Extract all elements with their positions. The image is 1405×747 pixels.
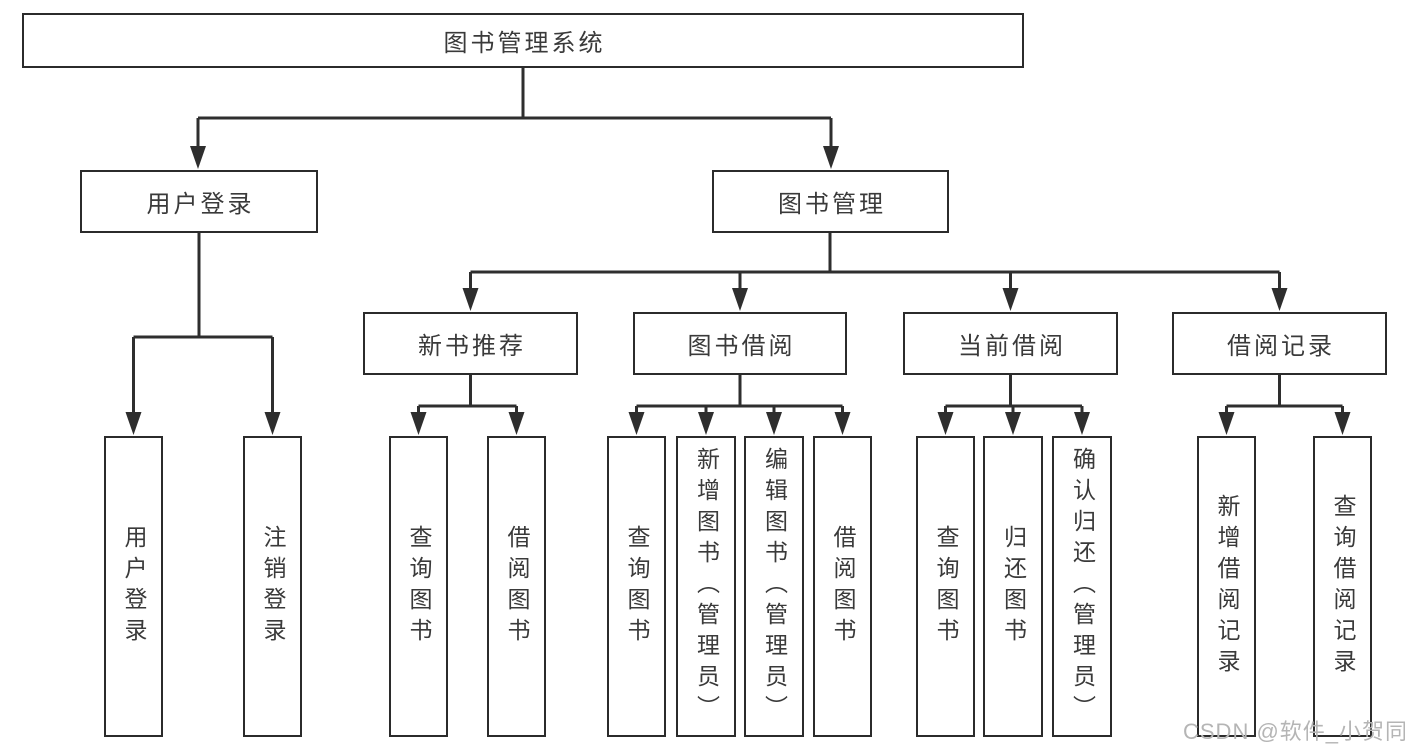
leaf-edit-book-admin: 编辑图书（管理员） <box>744 436 804 737</box>
connector-new-book-branch <box>410 375 525 435</box>
arrowhead <box>264 412 281 435</box>
node-book-management: 图书管理 <box>712 170 949 233</box>
node-book-borrow: 图书借阅 <box>633 312 847 375</box>
arrowhead <box>1334 412 1351 435</box>
leaf-query-book-2: 查询图书 <box>607 436 666 737</box>
arrowhead <box>125 412 142 435</box>
leaf-query-borrow-record: 查询借阅记录 <box>1313 436 1372 737</box>
leaf-logout: 注销登录 <box>243 436 302 737</box>
leaf-return-book: 归还图书 <box>983 436 1043 737</box>
arrowhead <box>1218 412 1235 435</box>
arrowhead <box>628 412 645 435</box>
leaf-query-book-3: 查询图书 <box>916 436 975 737</box>
connector-current-borrow-branch <box>937 375 1090 435</box>
arrowhead <box>937 412 954 435</box>
connector-book-borrow-branch <box>628 375 851 435</box>
arrowhead <box>190 146 206 169</box>
arrowhead <box>698 412 714 435</box>
leaf-confirm-return-admin: 确认归还（管理员） <box>1052 436 1112 737</box>
connector-root-to-level1 <box>190 68 839 169</box>
arrowhead <box>1271 288 1288 311</box>
arrowhead <box>766 412 782 435</box>
leaf-user-login: 用户登录 <box>104 436 163 737</box>
node-new-book-recommend: 新书推荐 <box>363 312 578 375</box>
leaf-add-book-admin: 新增图书（管理员） <box>676 436 736 737</box>
arrowhead <box>410 412 427 435</box>
arrowhead <box>732 288 748 311</box>
arrowhead <box>823 146 839 169</box>
arrowhead <box>1005 412 1021 435</box>
node-current-borrow: 当前借阅 <box>903 312 1118 375</box>
leaf-borrow-book-2: 借阅图书 <box>813 436 872 737</box>
node-borrow-record: 借阅记录 <box>1172 312 1387 375</box>
node-root: 图书管理系统 <box>22 13 1024 68</box>
connector-borrow-record-branch <box>1218 375 1351 435</box>
arrowhead <box>834 412 851 435</box>
connector-user-login-branch <box>125 233 281 435</box>
node-user-login: 用户登录 <box>80 170 318 233</box>
arrowhead <box>462 288 479 311</box>
leaf-borrow-book-1: 借阅图书 <box>487 436 546 737</box>
connector-book-mgmt-to-level2 <box>462 233 1288 311</box>
leaf-add-borrow-record: 新增借阅记录 <box>1197 436 1256 737</box>
csdn-watermark: CSDN @软件_小贺同学 <box>1183 719 1405 744</box>
leaf-query-book-1: 查询图书 <box>389 436 448 737</box>
arrowhead <box>1002 288 1019 311</box>
arrowhead <box>1074 412 1090 435</box>
arrowhead <box>508 412 525 435</box>
